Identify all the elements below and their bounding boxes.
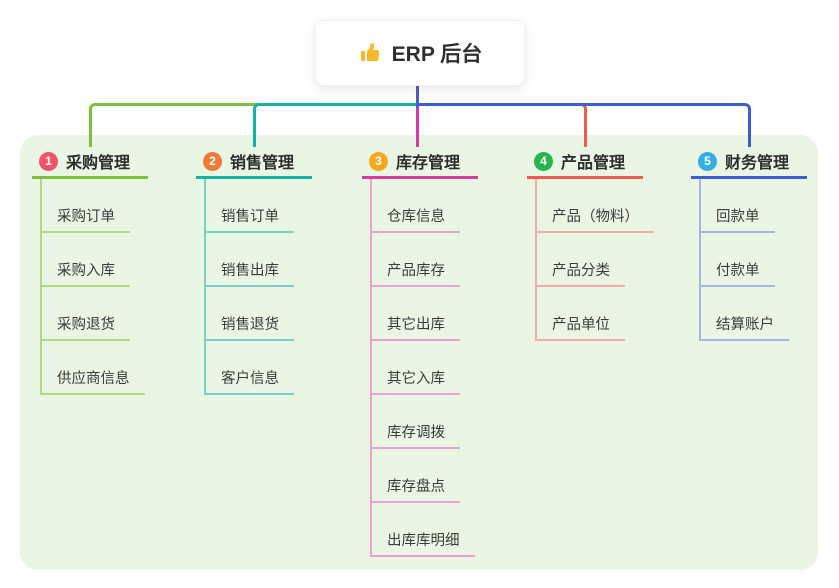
mindmap-child-node[interactable]: 结算账户 — [701, 287, 789, 341]
branches-panel — [20, 135, 818, 570]
branch-node[interactable]: 5 财务管理 — [691, 146, 807, 179]
mindmap-child-node[interactable]: 出库库明细 — [372, 503, 475, 557]
mindmap-child-node[interactable]: 付款单 — [701, 233, 775, 287]
branch-label: 财务管理 — [725, 155, 790, 172]
branch-number-badge: 2 — [203, 151, 222, 171]
branch-1: 1 采购管理采购订单采购入库采购退货供应商信息 — [32, 146, 148, 395]
branch-label: 销售管理 — [230, 155, 295, 172]
branch-2: 2 销售管理销售订单销售出库销售退货客户信息 — [196, 146, 312, 395]
branch-children: 产品（物料）产品分类产品单位 — [535, 179, 654, 341]
branch-children: 采购订单采购入库采购退货供应商信息 — [40, 179, 145, 395]
connector-line — [415, 103, 419, 147]
branch-number-badge: 4 — [534, 151, 553, 171]
branch-children: 仓库信息产品库存其它出库其它入库库存调拨库存盘点出库库明细 — [370, 179, 475, 557]
mindmap-child-node[interactable]: 产品库存 — [372, 233, 460, 287]
branch-children: 回款单付款单结算账户 — [699, 179, 789, 341]
branch-node[interactable]: 1 采购管理 — [32, 146, 148, 179]
branch-children: 销售订单销售出库销售退货客户信息 — [204, 179, 294, 395]
connector-line — [252, 103, 419, 147]
mindmap-child-node[interactable]: 销售出库 — [206, 233, 294, 287]
branch-3: 3 库存管理仓库信息产品库存其它出库其它入库库存调拨库存盘点出库库明细 — [362, 146, 478, 557]
branch-node[interactable]: 4 产品管理 — [527, 146, 643, 179]
mindmap-child-node[interactable]: 其它入库 — [372, 341, 460, 395]
branch-4: 4 产品管理产品（物料）产品分类产品单位 — [527, 146, 654, 341]
mindmap-child-node[interactable]: 销售退货 — [206, 287, 294, 341]
branch-label: 采购管理 — [66, 155, 131, 172]
connector-line — [415, 84, 419, 108]
mindmap-child-node[interactable]: 产品单位 — [537, 287, 625, 341]
mindmap-child-node[interactable]: 库存调拨 — [372, 395, 460, 449]
branch-node[interactable]: 2 销售管理 — [196, 146, 312, 179]
mindmap-child-node[interactable]: 仓库信息 — [372, 179, 460, 233]
mindmap-child-node[interactable]: 采购退货 — [42, 287, 130, 341]
branch-5: 5 财务管理回款单付款单结算账户 — [691, 146, 807, 341]
mindmap-child-node[interactable]: 产品（物料） — [537, 179, 654, 233]
connector-line — [415, 103, 751, 147]
mindmap-child-node[interactable]: 采购订单 — [42, 179, 130, 233]
branch-number-badge: 3 — [369, 151, 388, 171]
mindmap-child-node[interactable]: 采购入库 — [42, 233, 130, 287]
branch-label: 库存管理 — [396, 155, 461, 172]
root-node[interactable]: ERP 后台 — [315, 20, 525, 86]
mindmap-child-node[interactable]: 回款单 — [701, 179, 775, 233]
branch-label: 产品管理 — [561, 155, 626, 172]
branch-number-badge: 5 — [698, 151, 717, 171]
branch-number-badge: 1 — [39, 151, 58, 171]
mindmap-child-node[interactable]: 库存盘点 — [372, 449, 460, 503]
mindmap-child-node[interactable]: 产品分类 — [537, 233, 625, 287]
mindmap-child-node[interactable]: 客户信息 — [206, 341, 294, 395]
branch-node[interactable]: 3 库存管理 — [362, 146, 478, 179]
mindmap-child-node[interactable]: 供应商信息 — [42, 341, 145, 395]
mindmap-child-node[interactable]: 销售订单 — [206, 179, 294, 233]
thumbs-up-icon — [358, 41, 382, 65]
mindmap-child-node[interactable]: 其它出库 — [372, 287, 460, 341]
root-label: ERP 后台 — [391, 43, 483, 66]
